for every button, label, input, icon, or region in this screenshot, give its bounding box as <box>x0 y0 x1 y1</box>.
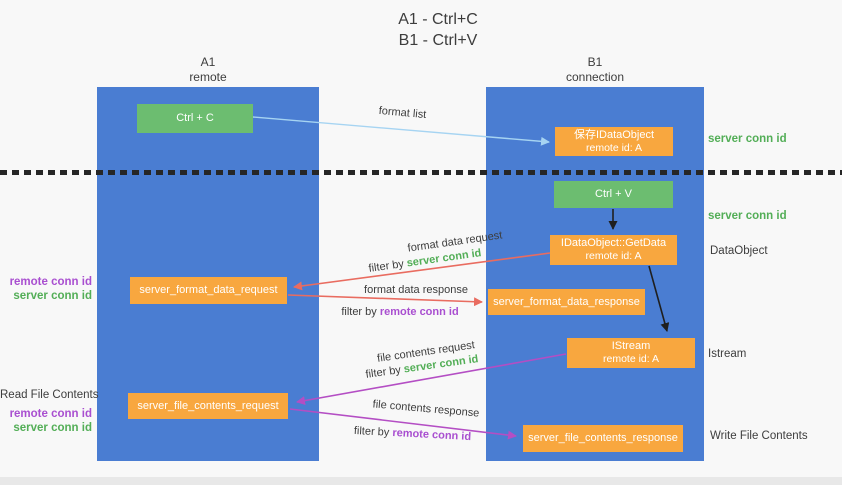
lane-header-a1: A1 remote <box>97 55 319 85</box>
annotation-dataobject: DataObject <box>710 245 768 257</box>
diagram-title: A1 - Ctrl+C B1 - Ctrl+V <box>338 9 538 51</box>
bottom-edge <box>0 477 842 485</box>
node-idataobject-getdata-line2: remote id: A <box>585 250 642 262</box>
node-ctrl-c-label: Ctrl + C <box>176 112 214 124</box>
node-server-file-contents-request: server_file_contents_request <box>128 393 288 419</box>
title-line-2: B1 - Ctrl+V <box>398 32 478 49</box>
node-server-format-data-request-label: server_format_data_request <box>139 284 278 296</box>
filter-by-prefix-4: filter by <box>353 424 393 439</box>
lane-a1-role: remote <box>189 70 227 84</box>
arrow-getdata-to-istream <box>648 265 670 332</box>
arrow-file-contents-response <box>289 408 517 440</box>
arrow-format-data-request <box>293 252 551 291</box>
title-line-1: A1 - Ctrl+C <box>398 11 478 28</box>
lane-b1-role: connection <box>565 70 625 84</box>
node-ctrl-v: Ctrl + V <box>554 181 673 208</box>
node-server-file-contents-request-label: server_file_contents_request <box>137 399 279 412</box>
lane-a1-name: A1 <box>200 55 216 69</box>
annotation-read-file-contents: Read File Contents <box>0 389 99 401</box>
node-idataobject-getdata-line1: IDataObject::GetData <box>560 237 667 249</box>
annotation-server-conn-id-top: server conn id <box>708 133 787 145</box>
node-istream-line1: IStream <box>611 340 651 352</box>
annotation-server-conn-id-left-2: server conn id <box>13 422 92 434</box>
annotation-server-conn-id-left-1: server conn id <box>13 290 92 302</box>
arrow-format-list <box>252 116 550 146</box>
node-save-idataobject-line2: remote id: A <box>585 141 643 154</box>
lane-b1-name: B1 <box>587 55 603 69</box>
lane-header-b1: B1 connection <box>486 55 704 85</box>
annotation-remote-conn-id-1: remote conn id <box>9 276 92 288</box>
node-ctrl-v-label: Ctrl + V <box>595 188 632 200</box>
node-ctrl-c: Ctrl + C <box>137 104 253 133</box>
node-istream-line2: remote id: A <box>602 353 660 365</box>
node-istream: IStream remote id: A <box>567 338 695 368</box>
node-server-file-contents-response: server_file_contents_response <box>523 425 683 452</box>
filter-by-prefix-2: filter by <box>341 306 380 318</box>
annotation-istream: Istream <box>708 348 747 360</box>
filter-by-key-2: remote conn id <box>379 306 459 318</box>
annotation-write-file-contents: Write File Contents <box>710 430 808 442</box>
node-save-idataobject-line1: 保存IDataObject <box>573 128 655 141</box>
node-server-file-contents-response-label: server_file_contents_response <box>528 432 678 444</box>
node-save-idataobject: 保存IDataObject remote id: A <box>555 127 673 156</box>
node-server-format-data-response: server_format_data_response <box>488 289 645 315</box>
arrow-file-contents-request <box>296 353 567 406</box>
node-server-format-data-request: server_format_data_request <box>130 277 287 304</box>
label-format-data-response: format data response <box>364 284 468 296</box>
node-idataobject-getdata: IDataObject::GetData remote id: A <box>550 235 677 265</box>
label-filter-by-remote-conn-id-1: filter by remote conn id <box>340 306 460 318</box>
annotation-remote-conn-id-2: remote conn id <box>9 408 92 420</box>
node-server-format-data-response-label: server_format_data_response <box>493 295 640 308</box>
arrow-format-data-response <box>287 294 483 307</box>
session-divider-line <box>0 170 842 175</box>
annotation-server-conn-id-mid: server conn id <box>708 210 787 222</box>
